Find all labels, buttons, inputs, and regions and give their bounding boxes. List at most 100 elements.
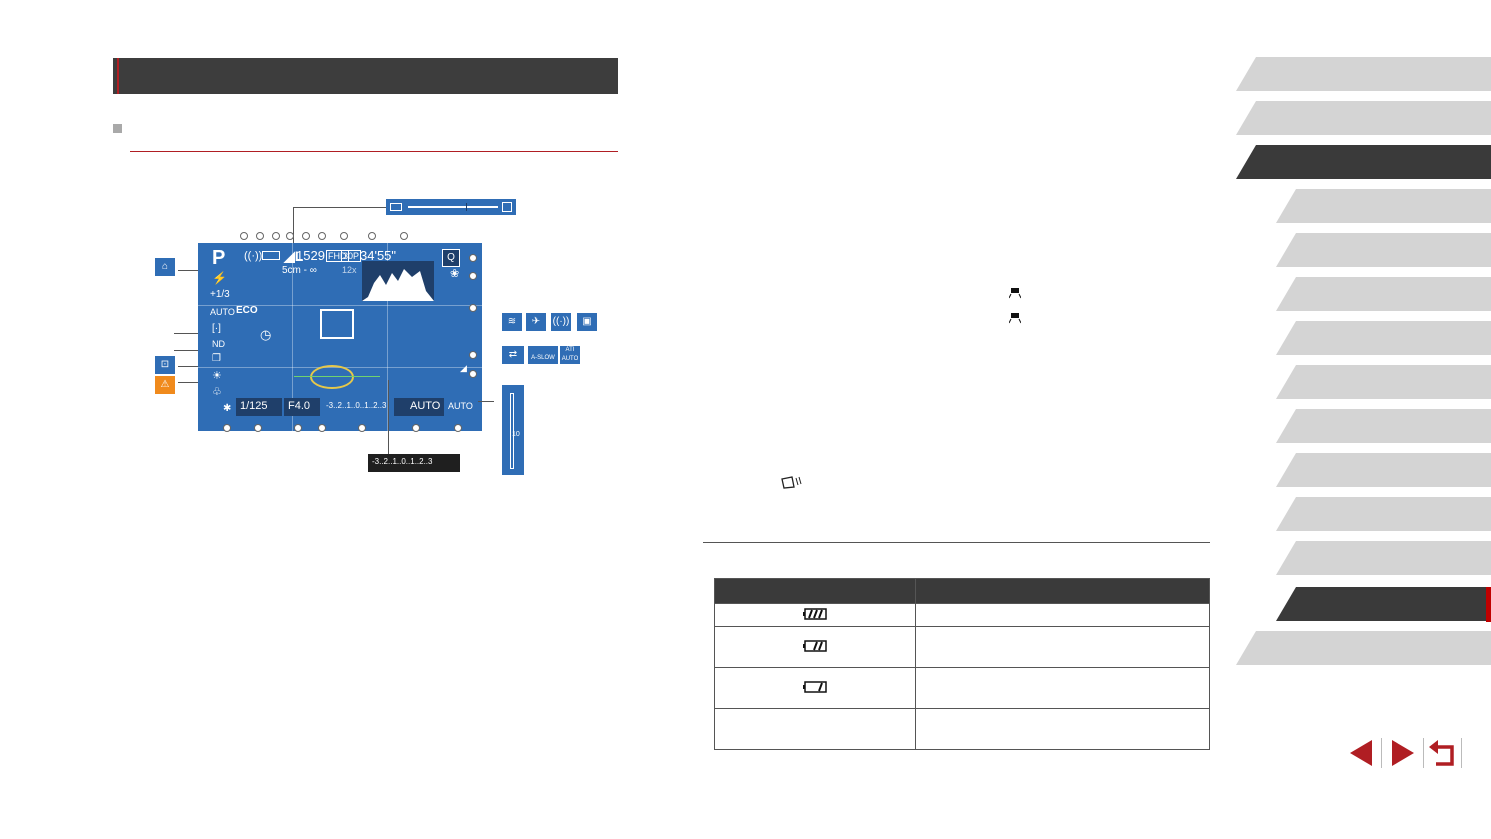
table-cell <box>915 626 1210 668</box>
battery-medium-icon <box>803 639 827 652</box>
callout-dot <box>358 424 366 432</box>
tilt-icon <box>781 476 802 489</box>
table-cell <box>915 708 1210 750</box>
level-line <box>294 376 380 377</box>
chapter-subtab[interactable] <box>1276 365 1491 399</box>
chapter-subtab[interactable] <box>1276 233 1491 267</box>
table-row <box>714 708 1210 750</box>
chapter-tab[interactable] <box>1236 57 1491 91</box>
focus-range: 5cm - ∞ <box>282 265 317 276</box>
airplane-icon: ✈ <box>526 313 546 331</box>
table-cell <box>714 667 916 709</box>
camera-shake-icon: ⊡ <box>155 356 175 374</box>
callout-dot <box>340 232 348 240</box>
nav-divider <box>1461 738 1462 768</box>
chapter-subtab[interactable] <box>1276 541 1491 575</box>
subsection-marker <box>113 124 122 133</box>
auto-level-icon: ⚠ <box>155 376 175 394</box>
zoom-magnification: 12x <box>342 265 357 275</box>
callout-dot <box>412 424 420 432</box>
battery-low-icon <box>803 680 827 693</box>
grid-line <box>292 243 293 431</box>
callout-dot <box>256 232 264 240</box>
movie-icon <box>1009 288 1021 299</box>
zoom-wide-icon <box>390 203 402 211</box>
table-header-cell <box>714 578 916 604</box>
chapter-tab-active[interactable] <box>1236 145 1491 179</box>
chapter-subtab[interactable] <box>1276 409 1491 443</box>
callout-dot <box>294 424 302 432</box>
callout-dot <box>302 232 310 240</box>
chapter-subtab[interactable] <box>1276 497 1491 531</box>
iso-value: AUTO <box>410 400 441 412</box>
table-row <box>714 603 1210 627</box>
callout-dot <box>272 232 280 240</box>
table-row <box>714 626 1210 668</box>
callout-line <box>174 333 198 334</box>
callout-line <box>478 401 494 402</box>
callout-line <box>293 207 386 208</box>
callout-dot <box>469 351 477 359</box>
chapter-tab[interactable] <box>1236 631 1491 665</box>
movie-icon <box>1009 313 1021 324</box>
chapter-subtab[interactable] <box>1276 189 1491 223</box>
image-stabilizer-icon: ⇄ <box>502 346 524 364</box>
callout-line <box>388 380 389 456</box>
callout-line <box>178 382 198 383</box>
chapter-tab[interactable] <box>1236 101 1491 135</box>
previous-page-button[interactable] <box>1346 738 1376 768</box>
next-page-button[interactable] <box>1388 738 1418 768</box>
af-frame-icon: Q <box>442 249 460 267</box>
exposure-scale-panel: -3..2..1..0..1..2..3 <box>368 454 460 472</box>
return-button[interactable] <box>1428 738 1458 768</box>
exposure-scale-lcd: -3..2..1..0..1..2..3 <box>326 401 387 410</box>
callout-line <box>178 270 198 271</box>
wind-filter-icon: ≋ <box>502 313 522 331</box>
chapter-subtab-active[interactable] <box>1276 587 1486 621</box>
camera-orientation-icon: ▣ <box>577 313 597 331</box>
ae-lock-icon: ✱ <box>223 403 232 414</box>
callout-dot <box>254 424 262 432</box>
zoom-tick <box>466 203 467 211</box>
scene-icon: ⌂ <box>155 258 175 276</box>
table-row <box>714 667 1210 709</box>
nd-filter-icon: ND <box>212 339 225 349</box>
shooting-mode: P <box>212 247 226 269</box>
histogram <box>362 261 434 301</box>
attenuator-icon: ATI AUTO <box>560 346 580 364</box>
dynamic-is-icon: ((·)) <box>551 313 571 331</box>
drive-mode-icon: ❐ <box>212 353 221 364</box>
white-balance-icon: ☀ <box>212 370 222 382</box>
metering-icon: [·] <box>212 323 221 334</box>
zoom-tele-icon <box>502 202 512 212</box>
chapter-subtab[interactable] <box>1276 277 1491 311</box>
macro-icon: ❀ <box>450 268 460 280</box>
chapter-subtab[interactable] <box>1276 453 1491 487</box>
callout-dot <box>454 424 462 432</box>
iso-auto-icon: AUTO <box>210 307 235 317</box>
callout-dot <box>318 232 326 240</box>
shots-remaining: 1529 <box>296 248 325 263</box>
table-cell <box>714 708 916 750</box>
recording-time: 34'55" <box>360 248 397 263</box>
movie-af-icon: ◢ <box>460 363 467 373</box>
callout-dot <box>469 304 477 312</box>
battery-icon <box>262 251 280 260</box>
iso-box: AUTO <box>394 398 444 416</box>
aperture-box: F4.0 <box>284 398 320 416</box>
table-cell <box>714 603 916 627</box>
image-quality-icon: ◢L <box>284 248 304 264</box>
chapter-subtab[interactable] <box>1276 321 1491 355</box>
flash-compensation: +1/3 <box>210 289 230 300</box>
table-cell <box>915 603 1210 627</box>
aperture: F4.0 <box>288 400 311 412</box>
header-accent <box>117 58 119 94</box>
electronic-level <box>310 365 354 389</box>
battery-full-icon <box>803 607 827 620</box>
is-mode-icon: ((·)) <box>244 250 263 262</box>
callout-dot <box>400 232 408 240</box>
i-contrast-icon: AUTO <box>448 401 473 411</box>
histogram-graph <box>362 269 434 301</box>
auto-slow-shutter-icon: A-SLOW ON <box>528 346 558 385</box>
eco-mode: ECO <box>236 305 258 316</box>
